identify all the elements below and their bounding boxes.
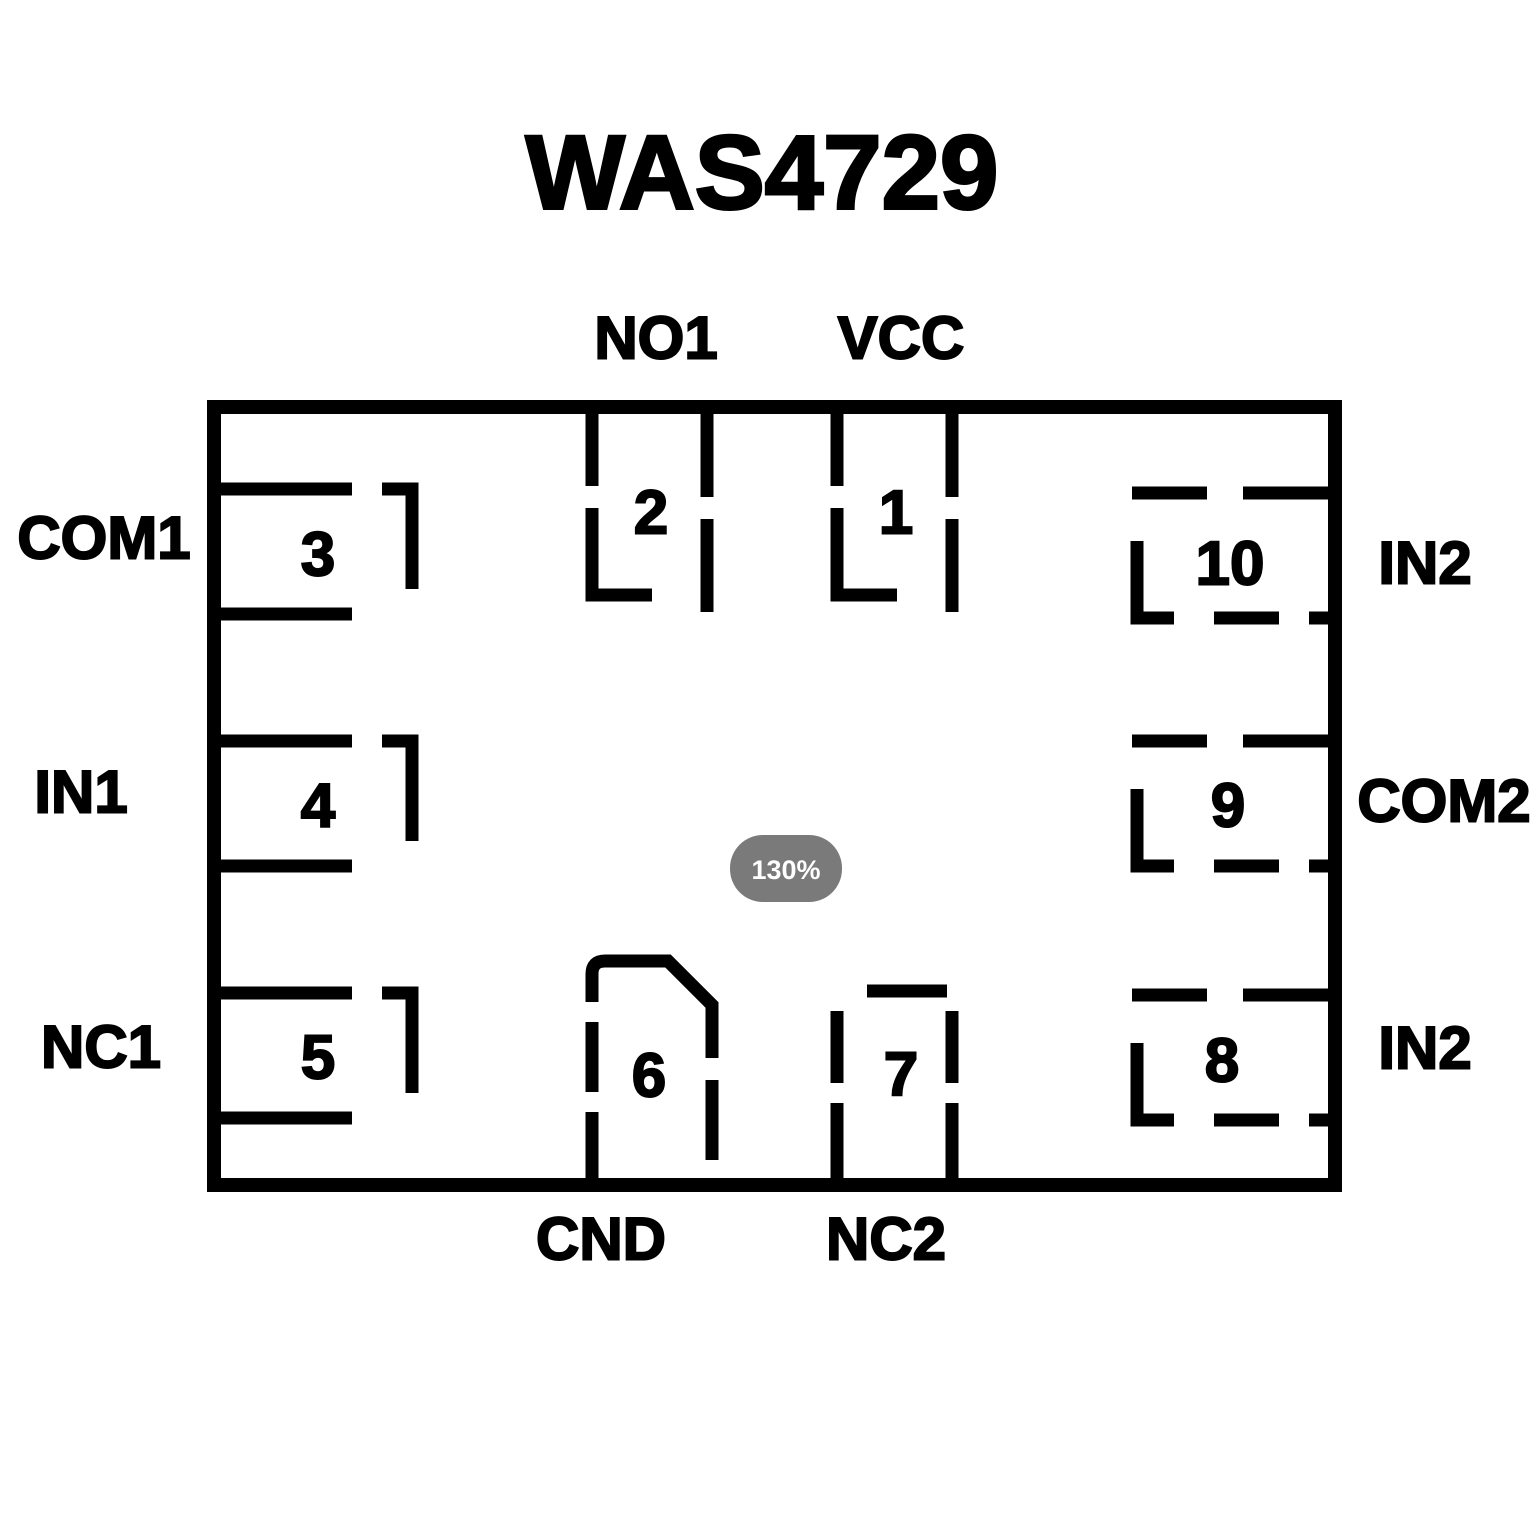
label-in2-top: IN2 xyxy=(1378,530,1471,597)
zoom-badge: 130% xyxy=(730,835,842,902)
pin-3-number: 3 xyxy=(301,521,335,590)
pad-pin-5 xyxy=(212,986,419,1125)
zoom-badge-label: 130% xyxy=(751,855,820,885)
pad-pin-1 xyxy=(830,412,959,612)
pin-7-number: 7 xyxy=(884,1041,918,1110)
pin-5-number: 5 xyxy=(301,1024,335,1093)
label-nc1: NC1 xyxy=(41,1014,161,1081)
pad-pin-2 xyxy=(585,412,714,612)
label-nc2: NC2 xyxy=(826,1206,946,1273)
pad-pin-6 xyxy=(585,954,719,1186)
label-no1: NO1 xyxy=(594,305,717,372)
pin-6-number: 6 xyxy=(632,1042,666,1111)
pad-pin-8 xyxy=(1130,988,1336,1127)
label-in2-bottom: IN2 xyxy=(1378,1015,1471,1082)
pin-9-number: 9 xyxy=(1211,772,1245,841)
chip-title: WAS4729 xyxy=(526,115,999,232)
pin-2-number: 2 xyxy=(634,479,668,548)
pin-10-number: 10 xyxy=(1196,530,1265,599)
label-in1: IN1 xyxy=(34,759,127,826)
label-vcc: VCC xyxy=(838,305,965,372)
label-com2: COM2 xyxy=(1357,768,1530,835)
label-com1: COM1 xyxy=(17,505,190,572)
pin-8-number: 8 xyxy=(1205,1027,1239,1096)
chip-outline xyxy=(207,400,1342,1192)
pad-pin-4 xyxy=(212,734,419,873)
zoom-badge-pill xyxy=(730,835,842,902)
pin-1-number: 1 xyxy=(879,479,913,548)
pin-4-number: 4 xyxy=(301,772,336,841)
pad-pin-3 xyxy=(212,482,419,621)
label-cnd: CND xyxy=(536,1206,666,1273)
pad-pin-7 xyxy=(830,984,959,1186)
pad-pin-10 xyxy=(1130,486,1336,625)
pad-pin-9 xyxy=(1130,734,1336,873)
